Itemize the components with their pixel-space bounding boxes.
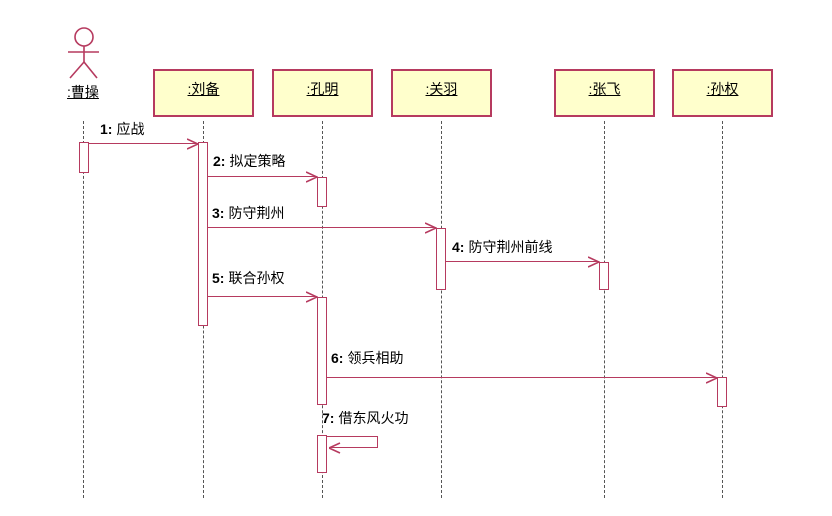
object-label-guanyu: :关羽 xyxy=(425,81,458,97)
arrowhead-icon xyxy=(588,256,600,268)
activation-bar-kongming-2 xyxy=(317,297,327,405)
message-line-7-bottom xyxy=(330,447,378,448)
message-number: 2: xyxy=(213,153,226,169)
object-box-zhangfei: :张飞 xyxy=(554,69,655,117)
object-box-liubei: :刘备 xyxy=(153,69,254,117)
arrowhead-icon xyxy=(306,171,318,183)
message-label-1: 1:应战 xyxy=(100,121,144,137)
message-label-3: 3:防守荆州 xyxy=(212,205,284,221)
message-number: 7: xyxy=(322,410,335,426)
message-text: 领兵相助 xyxy=(347,350,404,366)
arrowhead-icon xyxy=(425,222,437,234)
actor-label-caocao: :曹操 xyxy=(67,84,99,100)
message-text: 拟定策略 xyxy=(229,153,286,169)
message-number: 6: xyxy=(331,350,344,366)
message-line-2 xyxy=(208,176,317,177)
message-text: 防守荆州 xyxy=(228,205,285,221)
arrowhead-icon xyxy=(187,138,199,150)
message-line-4 xyxy=(446,261,599,262)
object-label-kongming: :孔明 xyxy=(306,81,339,97)
actor-caocao-icon xyxy=(60,19,108,81)
message-label-2: 2:拟定策略 xyxy=(213,153,285,169)
activation-bar-kongming-3 xyxy=(317,435,327,473)
message-text: 应战 xyxy=(116,121,145,137)
message-number: 1: xyxy=(100,121,113,137)
lifeline-caocao xyxy=(83,121,84,498)
message-text: 借东风火功 xyxy=(338,410,409,426)
message-label-7: 7:借东风火功 xyxy=(322,410,408,426)
activation-bar-kongming-1 xyxy=(317,177,327,207)
activation-bar-zhangfei xyxy=(599,262,609,290)
message-line-7-side xyxy=(377,436,378,448)
lifeline-sunquan xyxy=(722,121,723,498)
activation-bar-liubei xyxy=(198,142,208,326)
arrowhead-icon xyxy=(706,372,718,384)
activation-bar-guanyu xyxy=(436,228,446,290)
activation-bar-sunquan xyxy=(717,377,727,407)
object-label-liubei: :刘备 xyxy=(187,81,220,97)
message-text: 防守荆州前线 xyxy=(468,239,553,255)
message-label-6: 6:领兵相助 xyxy=(331,350,403,366)
object-box-sunquan: :孙权 xyxy=(672,69,773,117)
message-line-7-top xyxy=(327,436,378,437)
activation-bar-caocao xyxy=(79,142,89,173)
object-label-zhangfei: :张飞 xyxy=(588,81,621,97)
message-label-5: 5:联合孙权 xyxy=(212,270,284,286)
object-box-guanyu: :关羽 xyxy=(391,69,492,117)
message-number: 4: xyxy=(452,239,465,255)
arrowhead-icon xyxy=(329,442,341,454)
object-label-sunquan: :孙权 xyxy=(706,81,739,97)
message-line-6 xyxy=(327,377,717,378)
arrowhead-icon xyxy=(306,291,318,303)
message-line-1 xyxy=(89,143,198,144)
lifeline-zhangfei xyxy=(604,121,605,498)
message-number: 5: xyxy=(212,270,225,286)
message-line-5 xyxy=(208,296,317,297)
message-text: 联合孙权 xyxy=(228,270,285,286)
message-label-4: 4:防守荆州前线 xyxy=(452,239,552,255)
message-line-3 xyxy=(208,227,436,228)
message-number: 3: xyxy=(212,205,225,221)
object-box-kongming: :孔明 xyxy=(272,69,373,117)
lifeline-guanyu xyxy=(441,121,442,498)
